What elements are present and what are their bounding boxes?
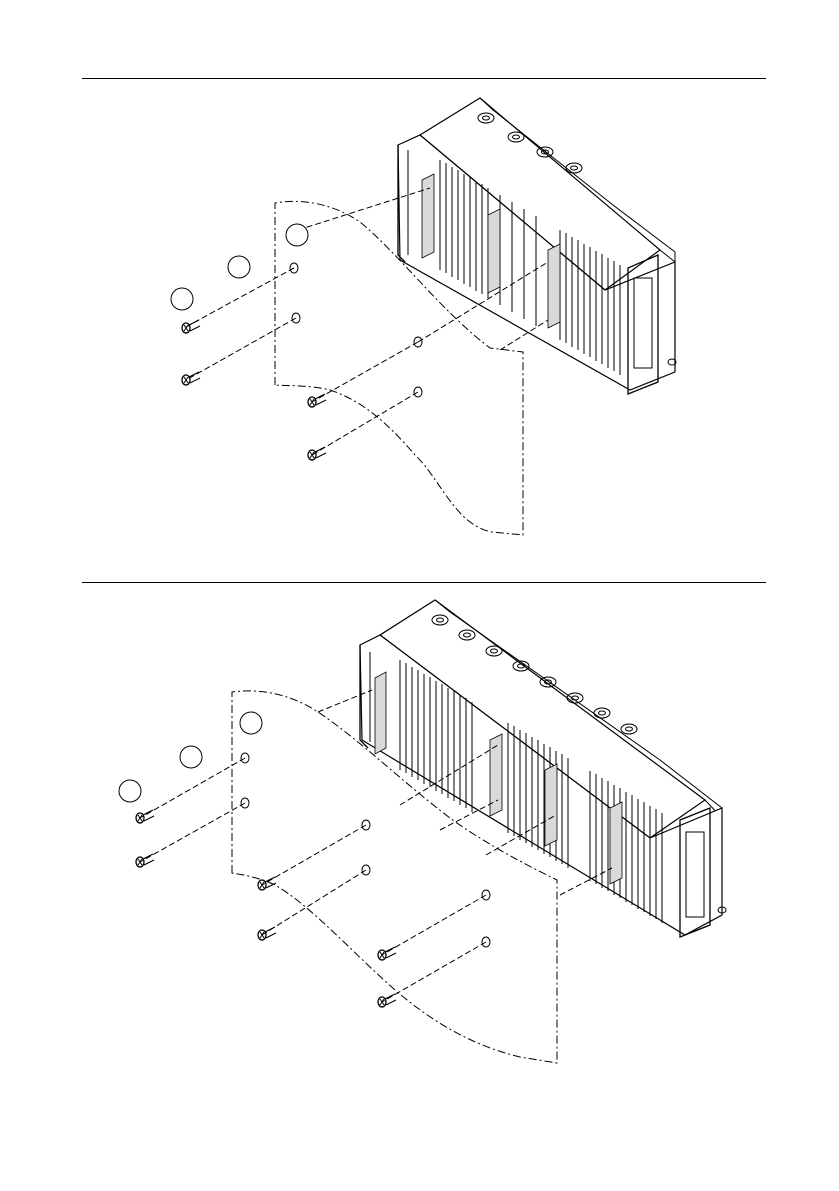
callout-2 xyxy=(180,746,202,768)
screw xyxy=(258,877,276,890)
screw xyxy=(182,320,200,333)
screw xyxy=(308,447,326,460)
screw xyxy=(378,947,396,960)
figure-eight-slot-mounting xyxy=(119,600,726,1063)
callout-3 xyxy=(119,780,141,802)
screw xyxy=(136,854,154,867)
callout-3 xyxy=(171,288,193,310)
screw xyxy=(378,994,396,1007)
callout-1 xyxy=(286,224,308,246)
figure-four-slot-mounting xyxy=(171,98,676,535)
panel-holes xyxy=(290,263,422,397)
screw xyxy=(258,927,276,940)
callout-2 xyxy=(228,256,250,278)
controller-chassis-8-slot xyxy=(360,600,726,937)
controller-chassis-4-slot xyxy=(398,98,676,394)
callout-1 xyxy=(240,712,262,734)
